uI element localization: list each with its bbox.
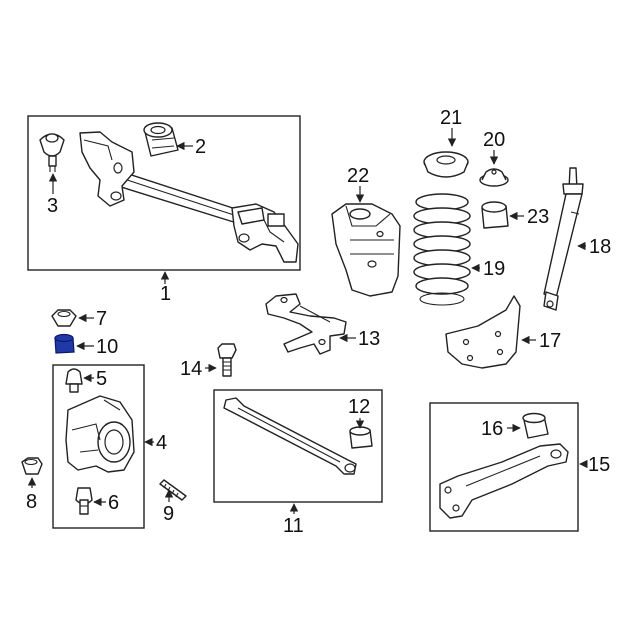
radius-arm-group-box: [429, 402, 579, 532]
callout-6: 6: [108, 492, 119, 514]
leader-lines: [27, 128, 588, 514]
callout-1: 1: [160, 283, 171, 305]
callout-23: 23: [527, 206, 549, 228]
track-bar[interactable]: [223, 397, 357, 475]
callout-5: 5: [96, 368, 107, 390]
shock-absorber-part-18[interactable]: [543, 167, 584, 311]
callout-18: 18: [589, 236, 611, 258]
bump-stop-part-20[interactable]: [479, 168, 509, 187]
callout-7: 7: [96, 308, 107, 330]
nut-part-7[interactable]: [51, 309, 77, 327]
axle-bushing[interactable]: [143, 122, 179, 157]
callout-19: 19: [483, 258, 505, 280]
bushing-part-23[interactable]: [481, 201, 509, 229]
callout-11: 11: [283, 515, 304, 537]
radius-arm-bushing-part-16[interactable]: [522, 412, 549, 439]
callout-16: 16: [481, 418, 503, 440]
callout-14: 14: [180, 358, 202, 380]
spring-seat-part-22[interactable]: [331, 203, 401, 297]
track-bar-bushing-part-12[interactable]: [349, 426, 373, 449]
nut-part-8[interactable]: [21, 457, 43, 475]
axle-group-box: [27, 115, 301, 271]
ball-joint-part-6[interactable]: [75, 487, 93, 515]
callout-12: 12: [348, 396, 370, 418]
callout-9: 9: [163, 503, 174, 525]
callout-10: 10: [96, 336, 118, 358]
bolt-part-14[interactable]: [217, 343, 237, 377]
callout-8: 8: [26, 491, 37, 513]
radius-arm[interactable]: [439, 443, 569, 519]
bracket-part-13[interactable]: [265, 293, 347, 355]
ball-joint-part-5[interactable]: [65, 368, 83, 393]
axle-beam[interactable]: [79, 131, 299, 263]
ball-joint-upper[interactable]: [39, 133, 65, 172]
steering-knuckle[interactable]: [65, 395, 135, 473]
callout-15: 15: [588, 454, 610, 476]
coil-spring-part-19[interactable]: [413, 193, 471, 306]
bracket-plate-part-17[interactable]: [445, 295, 521, 369]
track-bar-group-box: [213, 389, 383, 503]
bushing-part-10-highlighted[interactable]: [54, 333, 75, 354]
callout-20: 20: [483, 129, 505, 151]
callout-17: 17: [539, 330, 561, 352]
callout-13: 13: [358, 328, 380, 350]
callout-22: 22: [347, 165, 369, 187]
spring-insulator-part-21[interactable]: [423, 151, 469, 178]
callout-21: 21: [440, 107, 462, 129]
stud-part-9[interactable]: [159, 479, 187, 501]
callout-2: 2: [195, 136, 206, 158]
callout-4: 4: [156, 432, 167, 454]
callout-3: 3: [47, 195, 58, 217]
knuckle-group-box: [52, 364, 145, 529]
